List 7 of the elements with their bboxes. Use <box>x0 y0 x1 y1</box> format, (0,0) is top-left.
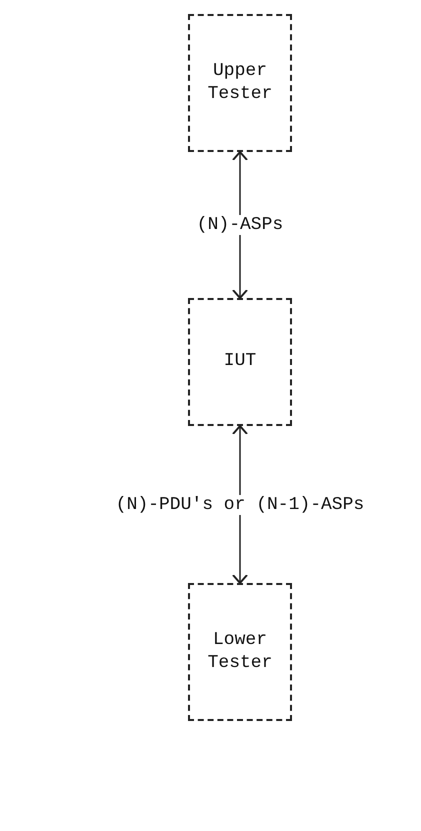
box-label: Lower Tester <box>206 628 274 675</box>
arrow <box>232 425 248 584</box>
process-box <box>188 583 292 721</box>
process-box <box>188 14 292 152</box>
process-box <box>188 298 292 426</box>
box-label: IUT <box>222 350 258 374</box>
box-label: Upper Tester <box>206 60 274 106</box>
